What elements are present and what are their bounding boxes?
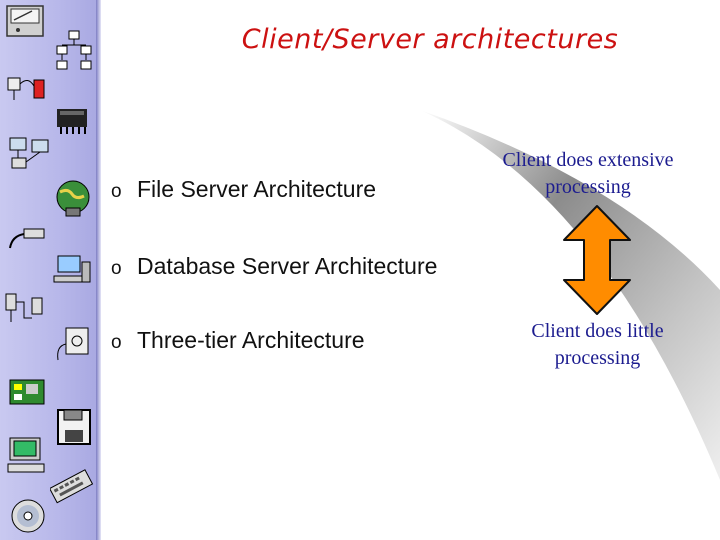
meter-icon [6,5,44,37]
bullet-text: Database Server Architecture [137,253,438,279]
bullet-marker: o [111,258,122,279]
circuit-board-icon [9,379,45,405]
slide-title: Client/Server architectures [241,24,619,55]
annotation-little-processing: Client does little processing [531,320,664,369]
bullet-marker: o [111,181,122,202]
floppy-disk-icon [57,409,91,445]
socket-icon [57,327,89,361]
bullet-file-server: o File Server Architecture [111,176,376,203]
bullet-three-tier: o Three-tier Architecture [111,327,365,354]
keyboard-icon [50,469,94,504]
plug-icon [7,77,45,100]
double-headed-arrow [563,205,631,315]
bullet-text: Three-tier Architecture [137,327,365,353]
computer-network-icon [9,137,49,169]
bullet-database-server: o Database Server Architecture [111,253,437,280]
bullet-text: File Server Architecture [137,176,377,202]
pc-icon [7,437,45,473]
circuit-icon [5,293,43,322]
cd-icon [11,499,45,533]
annotation-extensive-processing: Client does extensive processing [502,149,674,198]
chip-icon [57,109,87,134]
globe-icon [56,180,90,217]
bullet-marker: o [111,332,122,353]
icon-sidebar [0,0,96,540]
workstation-icon [53,255,91,283]
sidebar-edge [96,0,101,540]
network-tree-icon [56,30,92,70]
cable-icon [9,228,45,249]
